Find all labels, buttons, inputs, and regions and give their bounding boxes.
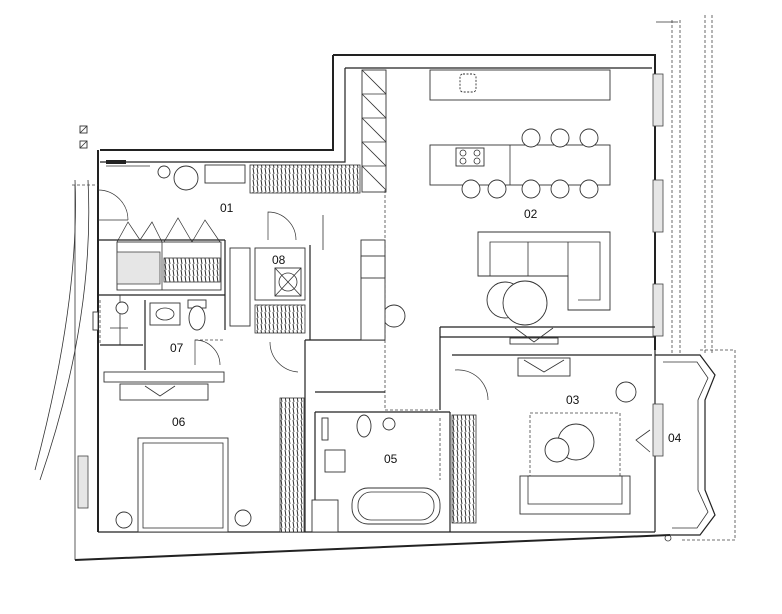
room-label-03: 03: [566, 393, 580, 407]
wardrobes: [98, 217, 226, 330]
entrance-door: [97, 189, 129, 221]
room-label-01: 01: [220, 201, 234, 215]
legend-marks: [79, 125, 88, 149]
outer-walls: [34, 15, 713, 561]
island-dining: [429, 128, 611, 199]
windows-right: [77, 73, 664, 509]
sofa: [382, 231, 611, 328]
room-label-02: 02: [524, 207, 538, 221]
bedroom-06: [103, 340, 306, 533]
bathroom-05: [311, 369, 489, 533]
room-labels: 01 02 03 04 05 06 07 08: [170, 201, 682, 466]
room-label-04: 04: [668, 431, 682, 445]
utility-room-08: [229, 211, 324, 340]
bedroom-03: [509, 327, 672, 542]
kitchen-counter: [361, 69, 611, 193]
room-label-05: 05: [384, 452, 398, 466]
interior-walls: [106, 160, 655, 411]
bathroom-07: [92, 295, 225, 370]
room-label-07: 07: [170, 341, 184, 355]
room-label-08: 08: [272, 253, 286, 267]
room-label-06: 06: [172, 415, 186, 429]
bay-window: [635, 349, 736, 541]
